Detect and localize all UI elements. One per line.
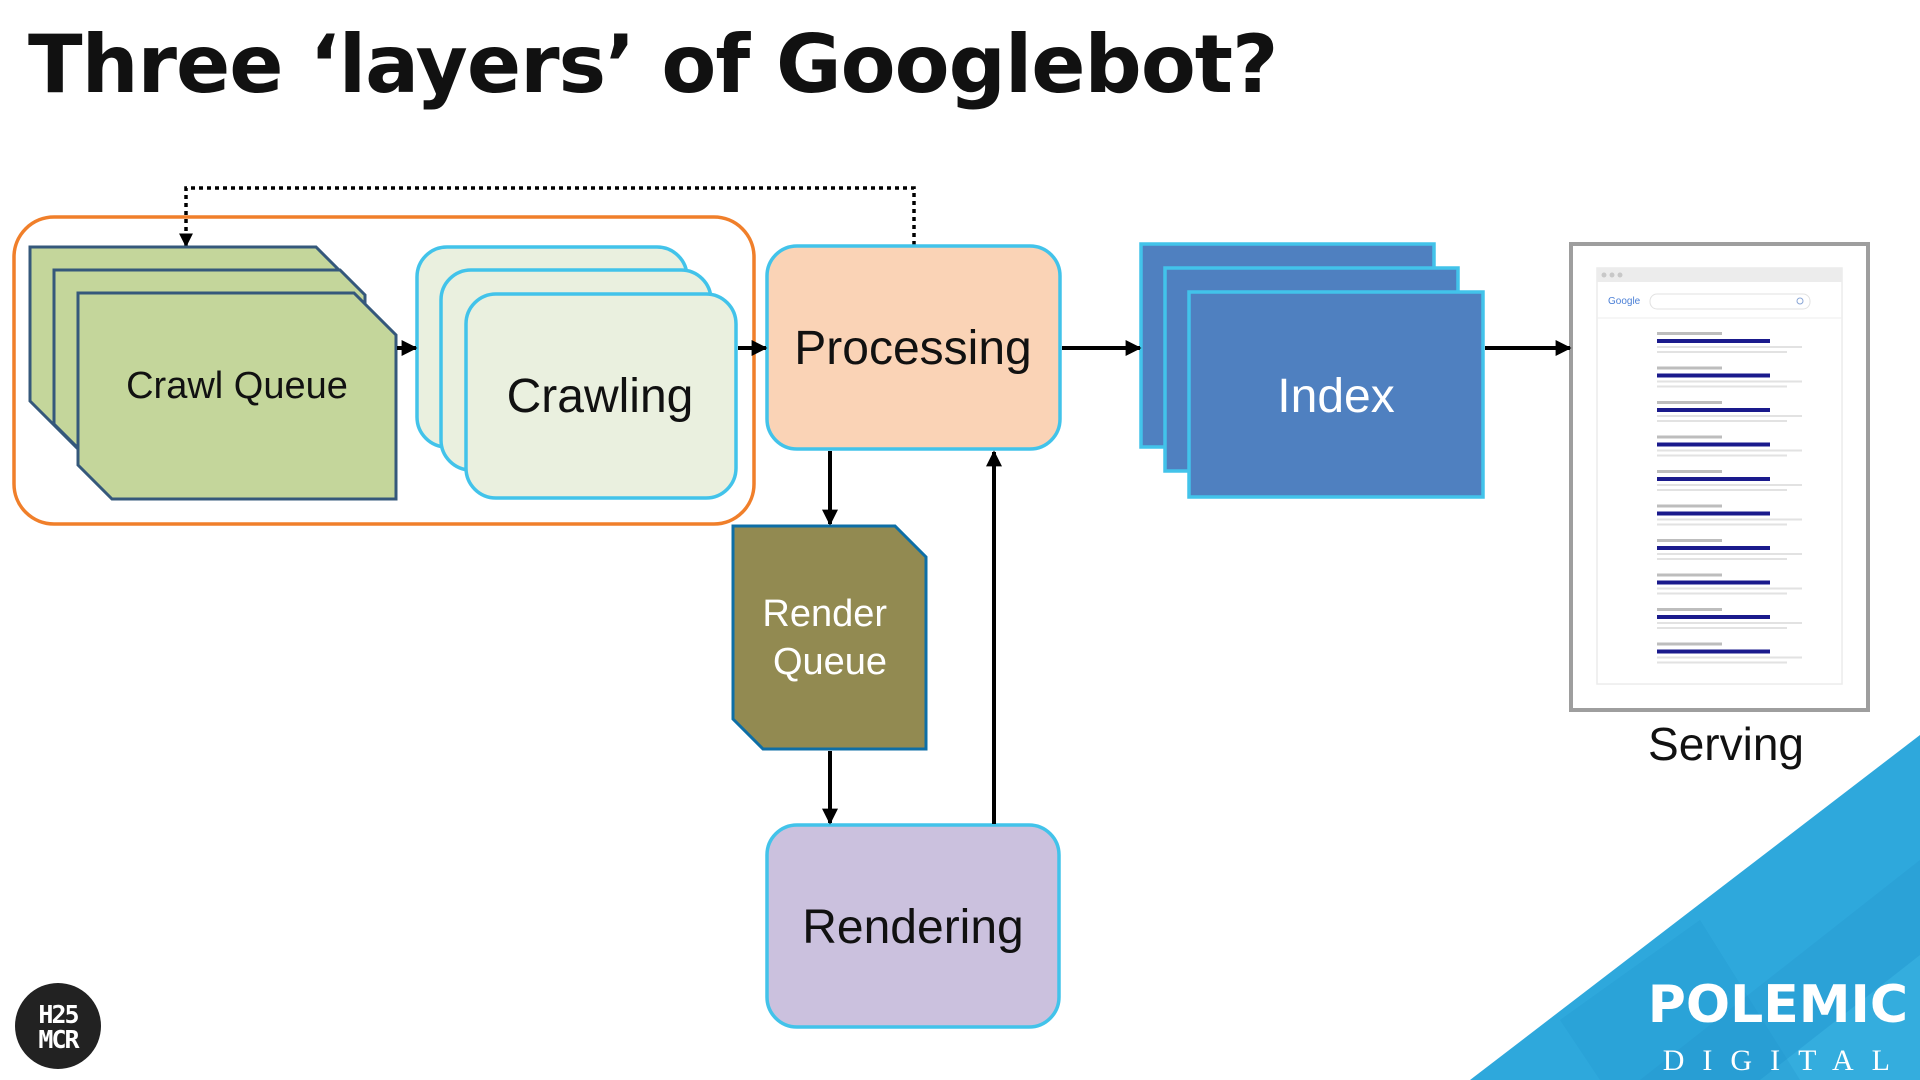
serving-node: Google Serving — [1569, 242, 1870, 770]
serp-result-snippet — [1657, 656, 1802, 659]
serp-result-snippet — [1657, 351, 1787, 353]
processing-node: Processing — [765, 244, 1062, 451]
serp-result-snippet — [1657, 553, 1802, 555]
serp-result-snippet — [1657, 449, 1802, 452]
serp-result-title — [1657, 580, 1770, 585]
serving-label: Serving — [1648, 718, 1804, 770]
serp-result-title — [1657, 373, 1770, 378]
serp-result-url — [1657, 642, 1722, 646]
serp-result-url — [1657, 366, 1722, 370]
serp-result-snippet — [1657, 587, 1802, 590]
polemic-brand-name: POLEMIC — [1648, 975, 1908, 1035]
render-queue-label: Render Queue — [762, 593, 897, 683]
serp-results — [1657, 332, 1802, 664]
crawl-queue-label: Crawl Queue — [126, 365, 348, 407]
serp-result-url — [1657, 539, 1722, 542]
rendering-label: Rendering — [802, 901, 1023, 954]
serp-result — [1657, 332, 1802, 353]
crawl-group-outline — [12, 215, 756, 526]
crawling-node: Crawling — [415, 245, 738, 500]
serp-result-snippet — [1657, 592, 1787, 595]
serp-result — [1657, 401, 1802, 422]
serp-result-snippet — [1657, 415, 1802, 417]
crawl-queue-node: Crawl Queue — [28, 245, 398, 501]
serp-result-title — [1657, 546, 1770, 550]
serp-result-snippet — [1657, 661, 1787, 664]
serp-result-url — [1657, 504, 1722, 508]
serp-result — [1657, 435, 1802, 457]
serp-result-snippet — [1657, 622, 1802, 624]
serp-result-snippet — [1657, 346, 1802, 348]
serp-result-snippet — [1657, 385, 1787, 388]
serp-result-url — [1657, 332, 1722, 335]
serp-result — [1657, 366, 1802, 388]
render-queue-label-line-1: Render — [762, 593, 887, 635]
serp-result-url — [1657, 435, 1722, 439]
serp-result-title — [1657, 408, 1770, 412]
serp-result-url — [1657, 470, 1722, 473]
h25-mcr-logo: H25 MCR — [15, 983, 101, 1069]
serp-result — [1657, 504, 1802, 526]
serp-result — [1657, 470, 1802, 491]
serp-result-snippet — [1657, 518, 1802, 521]
serp-google-logo: Google — [1608, 296, 1641, 307]
serp-result-title — [1657, 649, 1770, 654]
brand-corner — [1470, 735, 1920, 1080]
h25-logo-line-2: MCR — [38, 1025, 80, 1054]
polemic-brand-tagline: DIGITAL — [1663, 1044, 1908, 1077]
crawling-label: Crawling — [507, 370, 694, 423]
render-queue-node: Render Queue — [731, 524, 928, 751]
rendering-node: Rendering — [765, 823, 1061, 1029]
serp-result — [1657, 573, 1802, 595]
serp-result-url — [1657, 401, 1722, 404]
serp-result-url — [1657, 573, 1722, 577]
serp-result-snippet — [1657, 454, 1787, 457]
serp-result-title — [1657, 615, 1770, 619]
serp-result-snippet — [1657, 523, 1787, 526]
serp-result-title — [1657, 511, 1770, 516]
serp-result — [1657, 608, 1802, 629]
serp-result-snippet — [1657, 627, 1787, 629]
serp-result-title — [1657, 339, 1770, 343]
serp-result-snippet — [1657, 380, 1802, 383]
serp-result-snippet — [1657, 420, 1787, 422]
h25-logo-line-1: H25 — [38, 1000, 78, 1029]
slide-title: Three ‘layers’ of Googlebot? — [28, 18, 1278, 111]
serp-result-snippet — [1657, 489, 1787, 491]
serp-result-snippet — [1657, 558, 1787, 560]
render-queue-label-line-2: Queue — [773, 641, 887, 683]
index-node: Index — [1139, 242, 1485, 499]
serp-result-title — [1657, 477, 1770, 481]
serp-result — [1657, 642, 1802, 664]
processing-label: Processing — [794, 322, 1031, 375]
serp-result-title — [1657, 442, 1770, 447]
index-label: Index — [1277, 370, 1394, 423]
serp-result — [1657, 539, 1802, 560]
serp-result-url — [1657, 608, 1722, 611]
serp-result-snippet — [1657, 484, 1802, 486]
